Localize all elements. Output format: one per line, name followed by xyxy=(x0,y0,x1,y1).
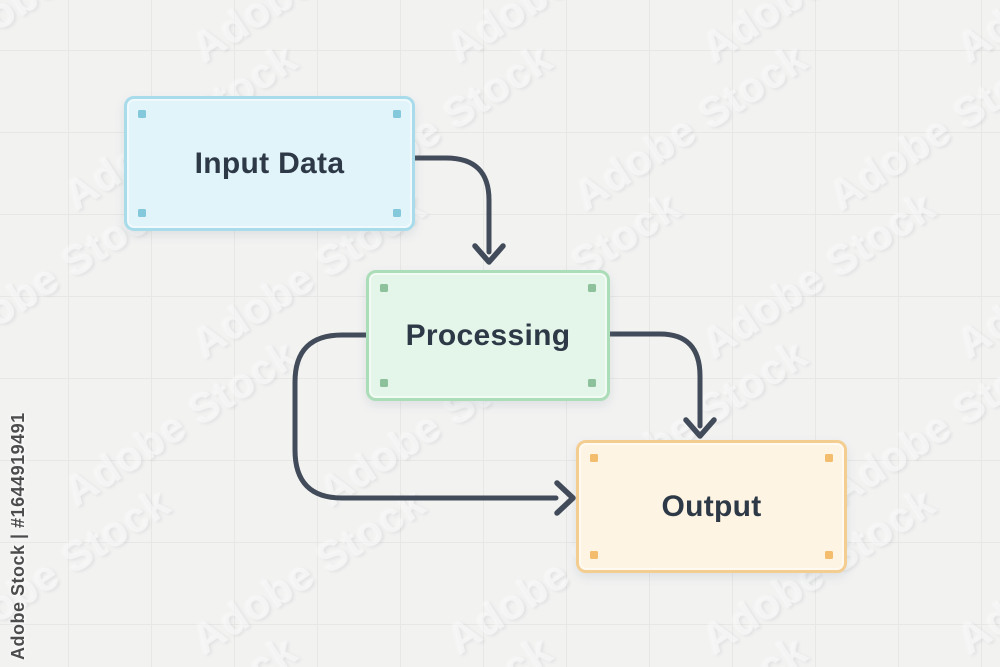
resize-handle-top-right[interactable] xyxy=(825,454,833,462)
resize-handle-top-right[interactable] xyxy=(588,284,596,292)
resize-handle-top-left[interactable] xyxy=(138,110,146,118)
watermark-tile: Adobe Stock xyxy=(0,0,179,72)
watermark-tile: Adobe Stock xyxy=(693,181,944,368)
watermark-tile: Adobe Stock xyxy=(820,329,1000,516)
resize-handle-top-left[interactable] xyxy=(380,284,388,292)
watermark-tile: Adobe Stock xyxy=(566,626,817,667)
resize-handle-bottom-left[interactable] xyxy=(590,551,598,559)
edge-processing-to-output-right[interactable] xyxy=(607,331,717,439)
resize-handle-bottom-left[interactable] xyxy=(380,379,388,387)
arrowhead-right-icon xyxy=(554,480,576,516)
watermark-tile: Adobe Stock xyxy=(56,626,307,667)
resize-handle-bottom-left[interactable] xyxy=(138,209,146,217)
resize-handle-bottom-right[interactable] xyxy=(393,209,401,217)
resize-handle-bottom-right[interactable] xyxy=(825,551,833,559)
node-processing[interactable]: Processing xyxy=(366,270,610,401)
resize-handle-bottom-right[interactable] xyxy=(588,379,596,387)
watermark-tile: Adobe Stock xyxy=(55,329,306,516)
resize-handle-top-right[interactable] xyxy=(393,110,401,118)
edge-input-to-processing[interactable] xyxy=(412,155,506,265)
watermark-tile: Adobe Stock xyxy=(948,182,1000,368)
watermark-tile: Adobe Stock xyxy=(183,477,434,664)
watermark-tile: Adobe Stock xyxy=(694,0,945,72)
arrowhead-down-icon xyxy=(472,243,506,265)
watermark-tile: Adobe Stock xyxy=(184,0,435,72)
node-label: Processing xyxy=(405,318,571,352)
arrowhead-down-icon xyxy=(683,417,717,439)
node-input-data[interactable]: Input Data xyxy=(124,96,415,231)
watermark-tile: Adobe Stock xyxy=(949,0,1000,72)
watermark-tile: Adobe Stock xyxy=(565,33,816,220)
resize-handle-top-left[interactable] xyxy=(590,454,598,462)
watermark-tile: Adobe Stock xyxy=(311,626,562,667)
watermark-tile: Adobe Stock xyxy=(821,626,1000,667)
node-label: Output xyxy=(661,489,762,523)
stock-credit-watermark: Adobe Stock | #1644919491 xyxy=(8,412,28,660)
node-output[interactable]: Output xyxy=(576,440,847,573)
watermark-tile: Adobe Stock xyxy=(948,478,1000,664)
node-label: Input Data xyxy=(194,146,345,180)
watermark-tile: Adobe Stock xyxy=(439,0,690,72)
watermark-tile: Adobe Stock xyxy=(820,33,1000,220)
